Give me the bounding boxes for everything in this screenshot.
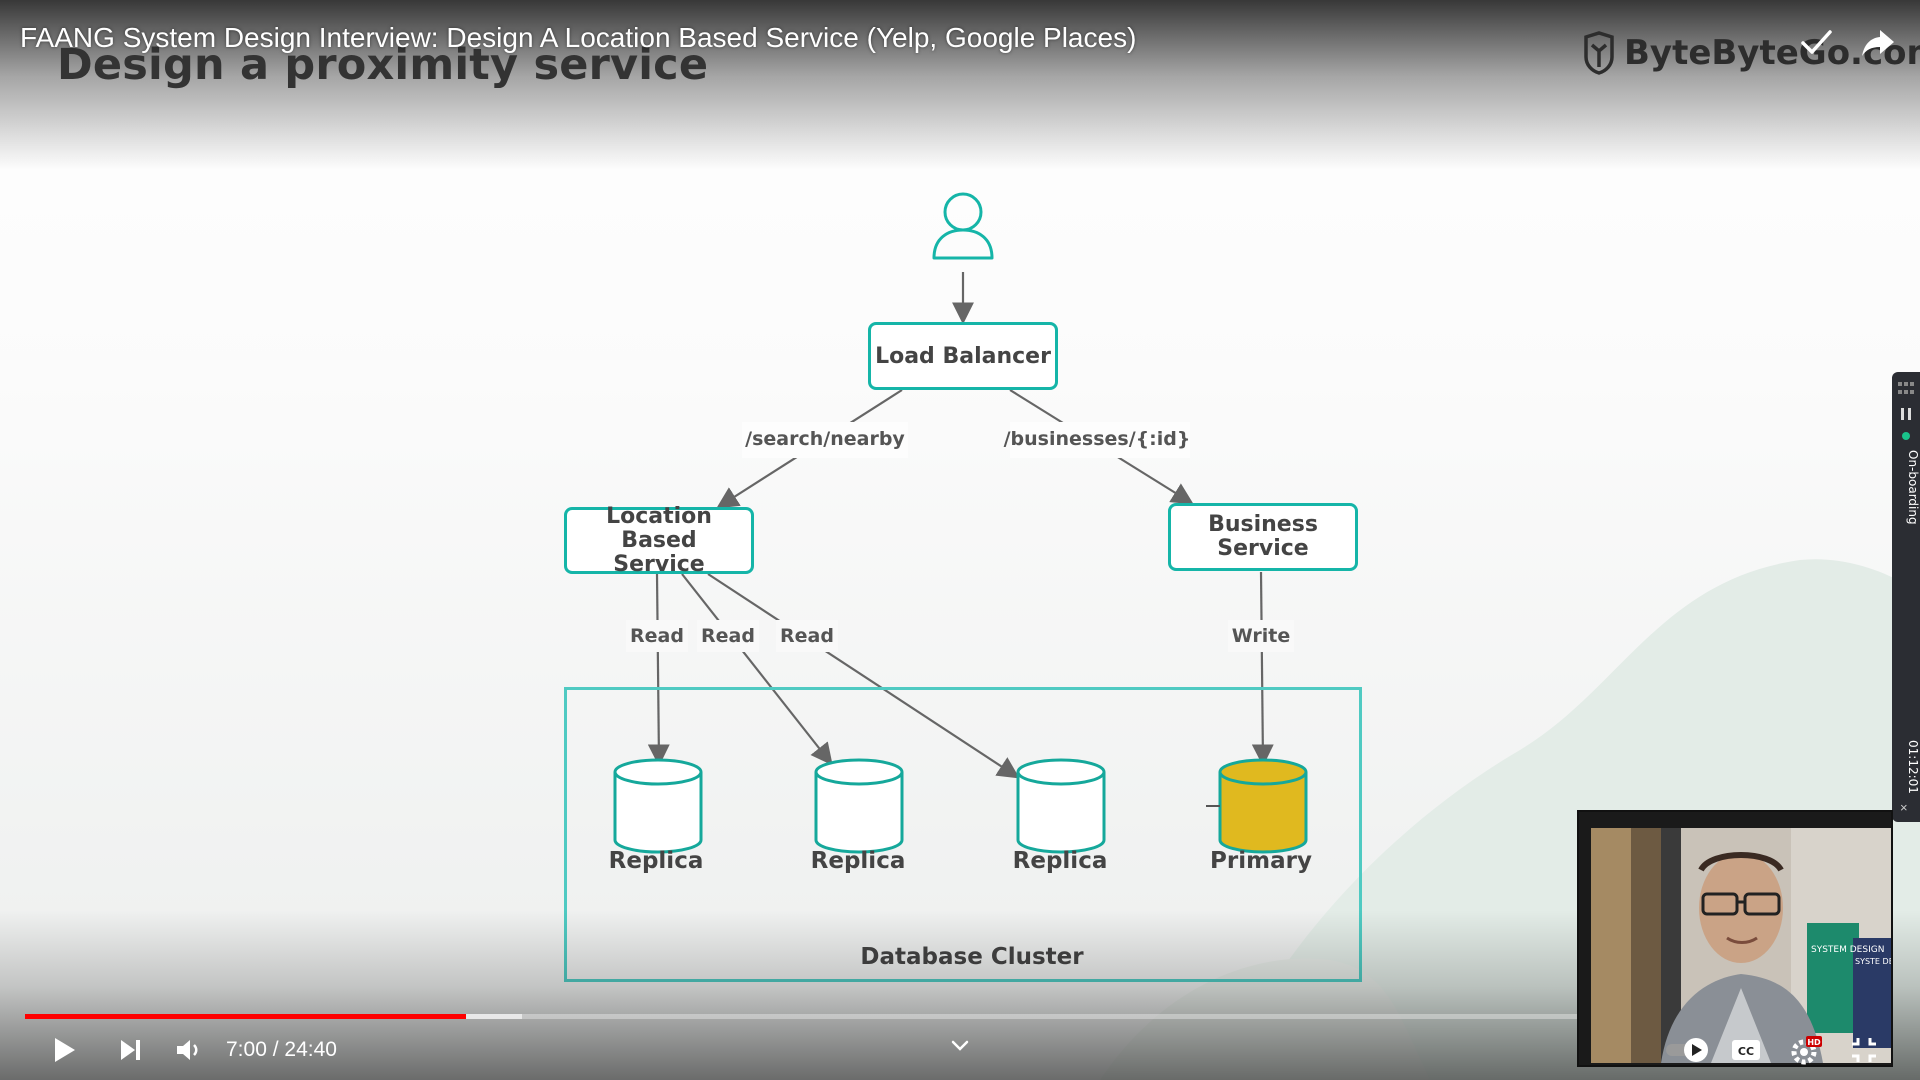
brand-logo: ByteByteGo.com <box>1582 30 1920 76</box>
business-service-label-2: Service <box>1217 536 1309 561</box>
edge-write <box>1251 571 1274 767</box>
replica-label: Replica <box>608 848 704 874</box>
fullscreen-exit-icon[interactable] <box>1846 1032 1882 1068</box>
book-text: SYSTE DESIG INTERV <box>1855 957 1891 966</box>
pause-icon[interactable] <box>1901 408 1911 420</box>
edge-label-read: Read <box>630 625 684 647</box>
settings-icon[interactable]: HD <box>1786 1032 1822 1068</box>
current-time: 7:00 <box>226 1038 267 1061</box>
duration: 24:40 <box>284 1038 337 1061</box>
side-widget[interactable]: On-boarding 01:12:01 × <box>1892 372 1920 822</box>
play-icon[interactable] <box>46 1032 82 1068</box>
load-balancer-node: Load Balancer <box>868 322 1058 390</box>
edge-read-2 <box>681 573 833 766</box>
business-service-label-1: Business <box>1208 512 1318 537</box>
edge-label-search: /search/nearby <box>745 428 905 450</box>
user-icon <box>932 192 994 260</box>
drag-handle-icon[interactable] <box>1898 382 1914 396</box>
brand-name: ByteByteGo.com <box>1624 33 1920 73</box>
edge-read-3 <box>707 573 1020 779</box>
edge-label-businesses: /businesses/{:id} <box>1003 428 1191 450</box>
database-icon <box>613 758 703 854</box>
location-service-node: Location Based Service <box>564 503 754 577</box>
edge-read-1 <box>647 573 670 767</box>
edge-label-read: Read <box>780 625 834 647</box>
load-balancer-label: Load Balancer <box>875 343 1051 369</box>
location-service-label-1: Location Based <box>606 503 712 553</box>
book-text: SYSTEM DESIGN <box>1811 945 1884 955</box>
status-dot <box>1902 432 1910 440</box>
edge-label-read: Read <box>701 625 755 647</box>
presenter-frame: SYSTEM DESIGN SYSTE DESIG INTERV <box>1591 828 1891 1063</box>
svg-text:HD: HD <box>1807 1038 1821 1047</box>
check-icon[interactable] <box>1796 22 1836 62</box>
progress-bar[interactable] <box>25 1014 1577 1019</box>
next-icon[interactable] <box>113 1032 149 1068</box>
share-icon[interactable] <box>1858 22 1898 62</box>
replica-label: Replica <box>810 848 906 874</box>
played-bar <box>25 1014 466 1019</box>
presenter-video[interactable]: SYSTEM DESIGN SYSTE DESIG INTERV <box>1577 810 1893 1067</box>
side-widget-label: On-boarding <box>1906 450 1920 525</box>
bytebytego-logo-icon <box>1584 31 1614 75</box>
time-separator: / <box>272 1038 279 1061</box>
cc-icon[interactable]: CC <box>1728 1032 1764 1068</box>
database-cluster <box>564 687 1362 982</box>
time-display: 7:00 / 24:40 <box>226 1038 337 1062</box>
database-icon <box>814 758 904 854</box>
svg-text:CC: CC <box>1738 1045 1754 1058</box>
video-title[interactable]: FAANG System Design Interview: Design A … <box>20 22 1137 53</box>
close-icon[interactable]: × <box>1900 800 1908 815</box>
replica-label: Replica <box>1012 848 1108 874</box>
autoplay-toggle-icon[interactable] <box>1662 1032 1718 1068</box>
location-service-label-2: Service <box>613 551 705 577</box>
side-widget-timer: 01:12:01 <box>1906 740 1920 794</box>
chevron-down-icon[interactable] <box>942 1028 978 1064</box>
volume-icon[interactable] <box>170 1032 206 1068</box>
database-cluster-label: Database Cluster <box>860 944 1084 970</box>
primary-label: Primary <box>1210 848 1312 874</box>
database-icon <box>1206 758 1308 854</box>
database-icon <box>1016 758 1106 854</box>
presenter-image: SYSTEM DESIGN SYSTE DESIG INTERV <box>1591 828 1891 1063</box>
edge-label-write: Write <box>1231 625 1291 647</box>
slide-title: Design a proximity service <box>57 40 709 90</box>
business-service-node: Business Service <box>1168 503 1358 571</box>
